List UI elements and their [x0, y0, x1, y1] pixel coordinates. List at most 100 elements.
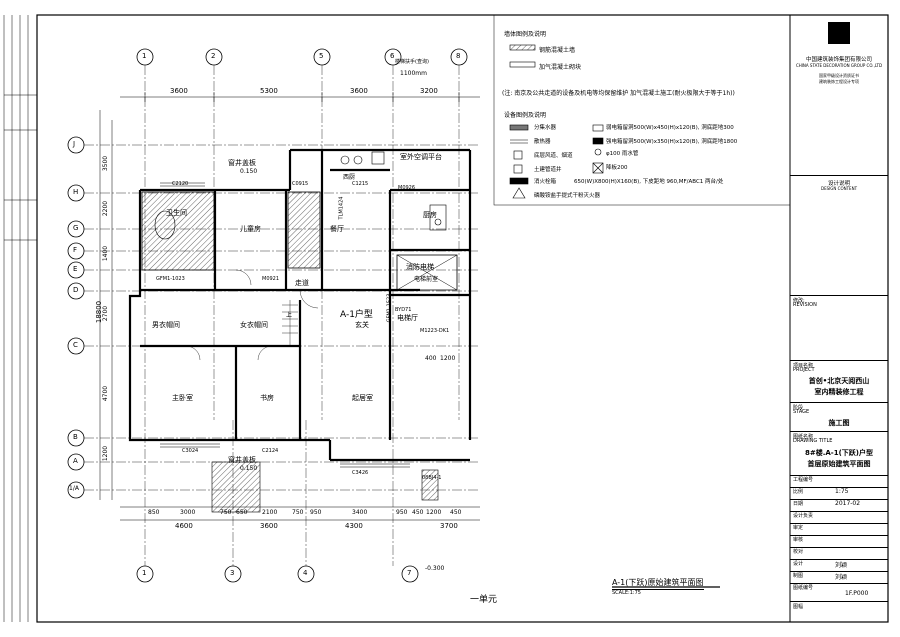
axis-label: C — [73, 341, 78, 349]
dim-text: 4600 — [175, 522, 193, 530]
dim-text: 3400 — [352, 509, 368, 516]
dim-text: 1400 — [102, 245, 110, 262]
drawing-title: 8#楼.A-1(下跃)户型 — [805, 449, 873, 457]
legend-item: 加气混凝土砌块 — [539, 64, 582, 71]
axis-label: A — [73, 457, 78, 465]
project-label-en: PROJECT — [793, 367, 815, 373]
drawing-caption: A-1(下跃)原始建筑平面图 SCALE:1:75 — [612, 577, 704, 596]
axis-label: 3 — [230, 569, 235, 577]
checked-label: 校对 — [793, 549, 804, 555]
scale: 1:75 — [835, 488, 849, 495]
date-label: 日期 — [793, 501, 804, 507]
room-label: 窗井盖板 — [228, 456, 256, 464]
axis-label: H — [73, 188, 79, 196]
dim-text: 3000 — [180, 509, 196, 516]
tag: 08BJ4-1 — [422, 475, 442, 481]
dim-text: 2700 — [102, 305, 110, 322]
legend-item: 650(W)X800(H)X160(B), 下皮距地 960,MF/ABC1 两… — [574, 179, 724, 185]
dim-text: 450 — [450, 509, 462, 516]
room-label: 室外空调平台 — [400, 153, 442, 161]
tag: M0926 — [398, 185, 416, 191]
top-label: 楼梯扶手(查询) — [395, 59, 429, 65]
project-name-2: 室内精装修工程 — [814, 388, 864, 396]
legend-item: 消火栓箱 — [534, 179, 557, 185]
tag: TLM1424 — [338, 196, 345, 220]
tag: C3426 — [352, 470, 369, 476]
dim-text: 3500 — [102, 155, 110, 172]
level-mark: -0.300 — [425, 565, 445, 572]
tag: C0915 — [292, 181, 309, 187]
dim-text: 3600 — [170, 87, 188, 95]
revision-label: 修改: — [793, 298, 805, 304]
tag: GFM1-1523 — [386, 293, 393, 323]
tag: 400 — [425, 355, 437, 362]
dim-text: 1200 — [426, 509, 442, 516]
tag: C2124 — [262, 448, 279, 454]
design-label: 设计 — [793, 561, 804, 567]
dim-text: 4300 — [345, 522, 363, 530]
axis-label: 1 — [142, 569, 147, 577]
drawing-title-label: 图纸名称 — [793, 434, 814, 440]
axis-label: 1/A — [69, 485, 79, 492]
stage: 施工图 — [828, 419, 850, 427]
drawn: 刘颖 — [835, 574, 848, 581]
designer-label: 设计负责 — [793, 513, 814, 519]
scale-label: 比例 — [793, 489, 804, 495]
axis-label: 1 — [142, 52, 147, 60]
axis-label: 5 — [319, 52, 324, 60]
room-label: 女衣帽间 — [240, 321, 268, 329]
dim-text: 1200 — [102, 445, 110, 462]
legend-item: 土建管道井 — [534, 167, 562, 173]
dim-text: 950 — [310, 509, 322, 516]
dim-text: 5300 — [260, 87, 278, 95]
stage-label: 阶段 — [793, 405, 804, 411]
title-block: 中国建筑装饰集团有限公司 CHINA STATE DECORATION GROU… — [790, 15, 888, 622]
tag: GFM1-1023 — [156, 276, 185, 282]
tag: M0921 — [262, 276, 280, 282]
legend-item: 钢筋混凝土墙 — [539, 47, 576, 54]
tag: M1223-DK1 — [420, 328, 450, 334]
legend-item: 分集水器 — [534, 125, 557, 131]
drawn-label: 制图 — [793, 573, 804, 579]
tag: 1200 — [440, 355, 456, 362]
room-label: 电梯厅 — [397, 314, 418, 322]
dim-text: 3700 — [440, 522, 458, 530]
room-label: 书房 — [260, 394, 274, 402]
room-label: 厨房 — [423, 211, 437, 219]
room-label: 主卧室 — [172, 394, 193, 402]
dim-text: 3600 — [350, 87, 368, 95]
axis-label: E — [73, 265, 78, 273]
room-label: 起居室 — [352, 394, 373, 402]
project-name: 首创•北京天阅西山 — [808, 377, 870, 385]
drawing-title-2: 首层原始建筑平面图 — [807, 460, 871, 468]
axis-label: 4 — [303, 569, 308, 577]
legend-item: 磷酸铵盐手提式干粉灭火器 — [534, 193, 601, 199]
legend-item: 降板200 — [606, 165, 628, 171]
dim-text: 950 — [396, 509, 408, 516]
tag: BYD71 — [395, 307, 412, 313]
stage-label-en: STAGE — [793, 409, 810, 415]
axis-label: 2 — [211, 52, 216, 60]
room-label: 玄关 — [355, 321, 369, 329]
axis-label: F — [73, 246, 78, 254]
room-label: 儿童房 — [240, 225, 261, 233]
designed: 刘颖 — [835, 562, 848, 569]
room-label: A-1户型 — [340, 310, 373, 320]
legend-title: 设备图例及说明 — [504, 112, 547, 119]
axis-label: D — [73, 286, 79, 294]
axis-label: 6 — [390, 52, 395, 60]
room-label: 走道 — [295, 279, 309, 287]
tag: C3024 — [182, 448, 199, 454]
dim-text: 2200 — [102, 200, 110, 217]
axis-label: 8 — [456, 52, 461, 60]
bottom-cut-label: 一单元 — [470, 595, 498, 605]
cert: 建筑装饰工程设计专项 — [819, 79, 859, 84]
legend-item: 底层风道、烟道 — [534, 153, 573, 159]
dim-text: 2100 — [262, 509, 278, 516]
room-label: 餐厅 — [330, 225, 344, 233]
room-label: 上 — [286, 312, 293, 319]
caption-title: A-1(下跃)原始建筑平面图 — [612, 577, 704, 590]
legend-item: 强电箱留洞500(W)x350(H)x120(B), 洞底距地1800 — [606, 139, 738, 145]
